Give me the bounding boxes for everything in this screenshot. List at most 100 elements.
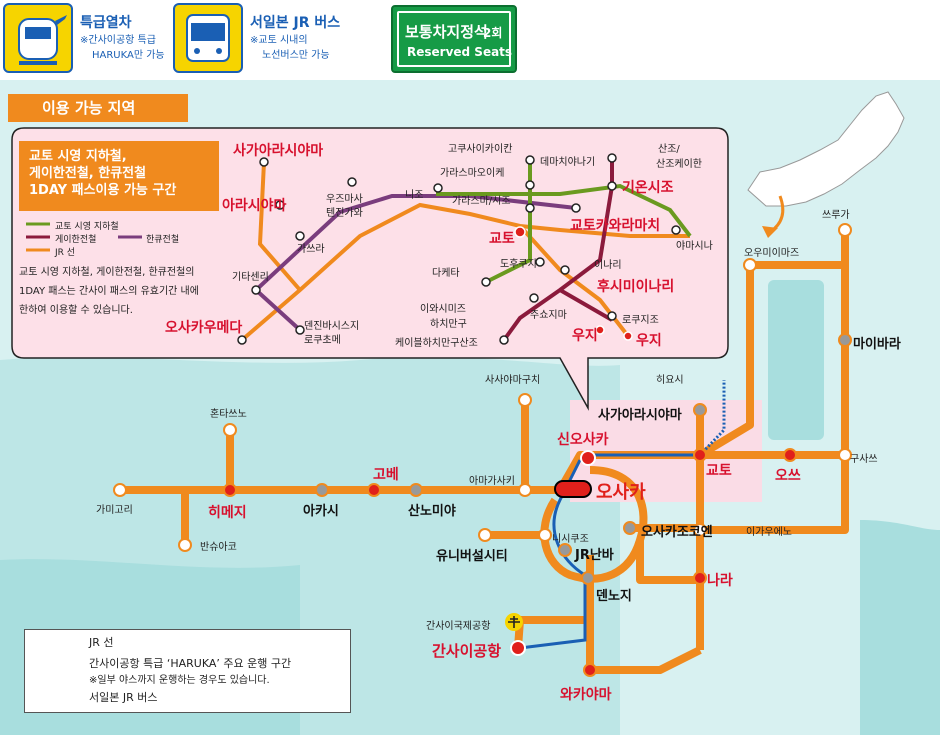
station-sannomiya — [409, 483, 423, 497]
info-line-1: 교토 시영 지하철, — [29, 149, 127, 164]
jr-network — [120, 230, 849, 674]
info-line-2: 게이한전철, 한큐전철 — [29, 166, 147, 181]
inset-label-sagaarashiyama: 사가아라시야마 — [233, 143, 324, 159]
station-jrnamba — [558, 543, 572, 557]
label-sagaarashiyama: 사가아라시야마 — [598, 408, 682, 423]
desc-line-3: 한하여 이용할 수 있습니다. — [19, 305, 133, 316]
station-kyoto-main — [693, 448, 707, 462]
inset-info-box: 교토 시영 지하철, 게이한전철, 한큐전철 1DAY 패스이용 가능 구간 — [19, 141, 219, 211]
inset-label-chushojima: 주쇼지마 — [530, 310, 567, 321]
inset-label-uzumasa-1: 우즈마사 — [326, 194, 363, 205]
inset-label-osakaumeda: 오사카우메다 — [165, 320, 243, 336]
station-shinosaka — [580, 450, 596, 466]
inset-label-kyotokawaramachi: 교토카와라마치 — [570, 218, 661, 234]
japan-silhouette — [747, 91, 905, 207]
express-note-2: HARUKA만 가능 — [92, 50, 165, 61]
station-hontatsuno — [223, 423, 237, 437]
station-kamigori — [113, 483, 127, 497]
bus-note-1: ※교토 시내의 — [250, 35, 308, 46]
express-note-1: ※간사이공항 특급 — [80, 35, 156, 46]
legend-jr: JR 선 — [89, 636, 114, 649]
mini-legend-jr: JR 선 — [55, 248, 76, 258]
express-title: 특급열차 — [80, 15, 132, 31]
inset-station-markers — [237, 153, 681, 345]
bus-note-2: 노선버스만 가능 — [262, 50, 330, 61]
station-kansaiairport — [510, 640, 526, 656]
inset-label-tenjin-1: 덴진바시스지 — [304, 321, 360, 332]
station-markers — [113, 223, 852, 677]
reserved-seat-badge: 보통차지정석 2회 Reserved Seats — [391, 5, 517, 73]
inset-label-arashiyama: 아라시야마 — [222, 198, 287, 214]
station-iga — [693, 523, 707, 537]
bus-icon-box — [173, 3, 243, 73]
station-osakajokoen — [623, 521, 637, 535]
label-sannomiya: 산노미야 — [408, 504, 456, 519]
inset-label-iwashimizu-2: 하치만구 — [430, 319, 467, 330]
japan-arrow-head — [762, 226, 778, 238]
station-nara — [693, 571, 707, 585]
inset-label-takeda: 다케타 — [432, 268, 460, 279]
mini-legend-keihan: 게이한전철 — [55, 235, 97, 245]
label-wakayama: 와카야마 — [560, 687, 612, 703]
express-train-icon-box — [3, 3, 73, 73]
legend-haruka: 간사이공항 특급 ‘HARUKA’ 주요 운행 구간 — [89, 657, 292, 670]
label-nara: 나라 — [707, 573, 733, 589]
inset-label-karasumashijo: 가라스마/시조 — [452, 196, 511, 207]
label-kansaiairport: 간사이공항 — [432, 642, 502, 660]
seat-english: Reserved Seats — [407, 45, 513, 59]
label-shinosaka: 신오사카 — [557, 432, 609, 448]
label-hontatsuno: 혼타쓰노 — [210, 409, 247, 420]
inset-jr-line — [240, 202, 690, 342]
inset-label-kyoto: 교토 — [489, 231, 515, 247]
inset-label-karasumaoike: 가라스마오이케 — [440, 168, 505, 179]
inset-label-tenjin-2: 로쿠초메 — [304, 335, 341, 346]
region-title: 이용 가능 지역 — [8, 94, 188, 122]
desc-line-2: 1DAY 패스는 간사이 패스의 유효기간 내에 — [19, 286, 199, 297]
inset-jr-branch — [257, 161, 302, 292]
mini-legend-subway: 교토 시영 지하철 — [55, 222, 119, 232]
label-otsu: 오쓰 — [775, 468, 801, 484]
label-osakajokoen: 오사카조코엔 — [641, 525, 713, 540]
info-line-3: 1DAY 패스이용 가능 구간 — [29, 183, 177, 198]
label-tsuruga: 쓰루가 — [822, 210, 850, 221]
station-sasayamaguchi — [518, 393, 532, 407]
label-usj: 유니버설시티 — [436, 549, 508, 564]
label-kansai-intl-airport: 간사이국제공항 — [426, 621, 491, 632]
inset-label-kokusaikaikan: 고쿠사이카이칸 — [448, 144, 513, 155]
label-igaueno: 이가우에노 — [746, 527, 792, 538]
bus-icon — [186, 14, 230, 62]
inset-description: 교토 시영 지하철, 게이한전철, 한큐전철의 1DAY 패스는 간사이 패스의… — [19, 263, 224, 320]
inset-label-rokujizo: 로쿠지조 — [622, 315, 659, 326]
inset-label-nijo: 니조 — [405, 190, 424, 201]
inset-label-fushimiinari: 후시미이나리 — [597, 279, 675, 295]
label-himeji: 히메지 — [208, 505, 247, 521]
label-jrnamba: JR난바 — [575, 548, 614, 563]
label-nishikujo: 니시쿠조 — [552, 534, 589, 545]
label-kobe: 고베 — [373, 467, 399, 483]
inset-label-uzumasa-2: 텐진가와 — [326, 208, 363, 219]
label-tennoji: 덴노지 — [596, 589, 632, 604]
seat-count: 2회 — [483, 26, 503, 40]
label-maibara: 마이바라 — [853, 337, 901, 352]
inset-label-uji-jr: 우지 — [636, 333, 662, 349]
inset-subway-tozai — [436, 183, 692, 238]
inset-label-katsura: 가쓰라 — [297, 244, 325, 255]
desc-line-1: 교토 시영 지하철, 게이한전철, 한큐전철의 — [19, 267, 195, 278]
label-kusatsu: 구사쓰 — [850, 454, 878, 465]
label-kamigori: 가미고리 — [96, 505, 133, 516]
station-usj — [478, 528, 492, 542]
station-tsuruga — [838, 223, 852, 237]
inset-label-yamashina: 야마시나 — [676, 241, 713, 252]
station-banshuako — [178, 538, 192, 552]
station-akashi — [315, 483, 329, 497]
inset-label-gionshijo: 기온시조 — [622, 180, 674, 196]
station-kusatsu — [838, 448, 852, 462]
station-himeji — [223, 483, 237, 497]
inset-label-kitasenri: 기타센리 — [232, 272, 269, 283]
inset-label-demachiyanagi: 데마치야나기 — [540, 157, 596, 168]
inset-label-cable: 케이블하치만구산조 — [395, 338, 478, 349]
station-omiimaizu — [743, 258, 757, 272]
map-legend: JR 선 간사이공항 특급 ‘HARUKA’ 주요 운행 구간 ※일부 야스까지… — [24, 629, 351, 713]
